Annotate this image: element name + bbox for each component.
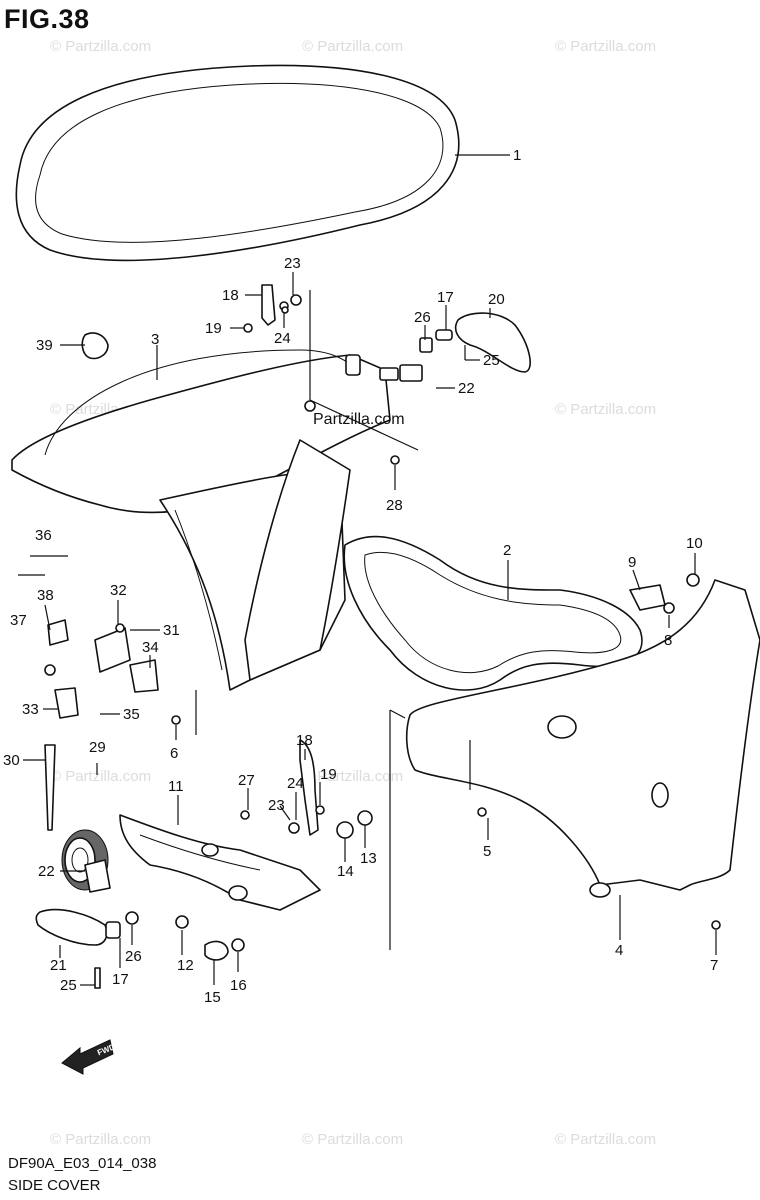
callout-label: 8 bbox=[664, 632, 672, 649]
callout-label: 34 bbox=[142, 639, 159, 656]
callout-label: 36 bbox=[35, 527, 52, 544]
diagram-caption: SIDE COVER bbox=[8, 1177, 101, 1194]
callout-label: 14 bbox=[337, 863, 354, 880]
fwd-arrow-icon: FWD bbox=[61, 1039, 117, 1075]
callout-label: 23 bbox=[268, 797, 285, 814]
callout-label: 18 bbox=[296, 732, 313, 749]
callout-label: 4 bbox=[615, 942, 623, 959]
callout-label: 19 bbox=[205, 320, 222, 337]
callout-label: 18 bbox=[222, 287, 239, 304]
callout-label: 23 bbox=[284, 255, 301, 272]
callout-label: 29 bbox=[89, 739, 106, 756]
watermark: © Partzilla.com bbox=[555, 1131, 657, 1148]
callout-label: 16 bbox=[230, 977, 247, 994]
callout-labels: 1 23 18 17 20 26 19 24 39 3 25 22 28 36 … bbox=[3, 147, 718, 1006]
callout-label: 13 bbox=[360, 850, 377, 867]
watermark: © Partzilla.com bbox=[555, 38, 657, 55]
callout-label: 2 bbox=[503, 542, 511, 559]
callout-label: 12 bbox=[177, 957, 194, 974]
watermark: © Partzilla.com bbox=[50, 768, 152, 785]
callout-label: 11 bbox=[168, 778, 184, 795]
figure-title: FIG.38 bbox=[4, 4, 90, 34]
callout-label: 27 bbox=[238, 772, 255, 789]
callout-label: 3 bbox=[151, 331, 159, 348]
callout-label: 5 bbox=[483, 843, 491, 860]
callout-label: 22 bbox=[38, 863, 55, 880]
part-side-cover bbox=[405, 579, 760, 898]
part-lower-bracket bbox=[119, 814, 321, 911]
watermark: © Partzilla.com bbox=[555, 401, 657, 418]
callout-label: 39 bbox=[36, 337, 53, 354]
callout-label: 22 bbox=[458, 380, 475, 397]
watermark: © Partzilla.com bbox=[302, 38, 404, 55]
callout-label: 10 bbox=[686, 535, 703, 552]
center-watermark: Partzilla.com bbox=[313, 411, 405, 428]
callout-label: 32 bbox=[110, 582, 127, 599]
watermark: © Partzilla.com bbox=[50, 38, 152, 55]
callout-label: 7 bbox=[710, 957, 718, 974]
callout-label: 19 bbox=[320, 766, 337, 783]
callout-label: 9 bbox=[628, 554, 636, 571]
watermark: © Partzilla.com bbox=[302, 768, 404, 785]
callout-label: 24 bbox=[274, 330, 291, 347]
callout-label: 26 bbox=[125, 948, 142, 965]
callout-label: 35 bbox=[123, 706, 140, 723]
callout-label: 6 bbox=[170, 745, 178, 762]
callout-label: 25 bbox=[60, 977, 77, 994]
callout-label: 37 bbox=[10, 612, 27, 629]
callout-label: 28 bbox=[386, 497, 403, 514]
small-parts bbox=[44, 284, 721, 989]
part-seal-ring bbox=[15, 64, 460, 262]
callout-label: 26 bbox=[414, 309, 431, 326]
callout-label: 38 bbox=[37, 587, 54, 604]
callout-label: 1 bbox=[513, 147, 521, 164]
callout-label: 20 bbox=[488, 291, 505, 308]
callout-label: 17 bbox=[437, 289, 454, 306]
callout-label: 17 bbox=[112, 971, 129, 988]
callout-label: 31 bbox=[163, 622, 180, 639]
watermark: © Partzilla.com bbox=[302, 1131, 404, 1148]
part-handle bbox=[35, 312, 531, 946]
callout-label: 33 bbox=[22, 701, 39, 718]
callout-label: 25 bbox=[483, 352, 500, 369]
callout-label: 30 bbox=[3, 752, 20, 769]
part-lower-cover-frame bbox=[11, 349, 399, 691]
leader-lines bbox=[18, 154, 717, 986]
callout-label: 21 bbox=[50, 957, 67, 974]
part-cable-tie bbox=[44, 744, 56, 831]
diagram-code: DF90A_E03_014_038 bbox=[8, 1155, 157, 1172]
watermark: © Partzilla.com bbox=[50, 1131, 152, 1148]
callout-label: 24 bbox=[287, 775, 304, 792]
callout-label: 15 bbox=[204, 989, 221, 1006]
